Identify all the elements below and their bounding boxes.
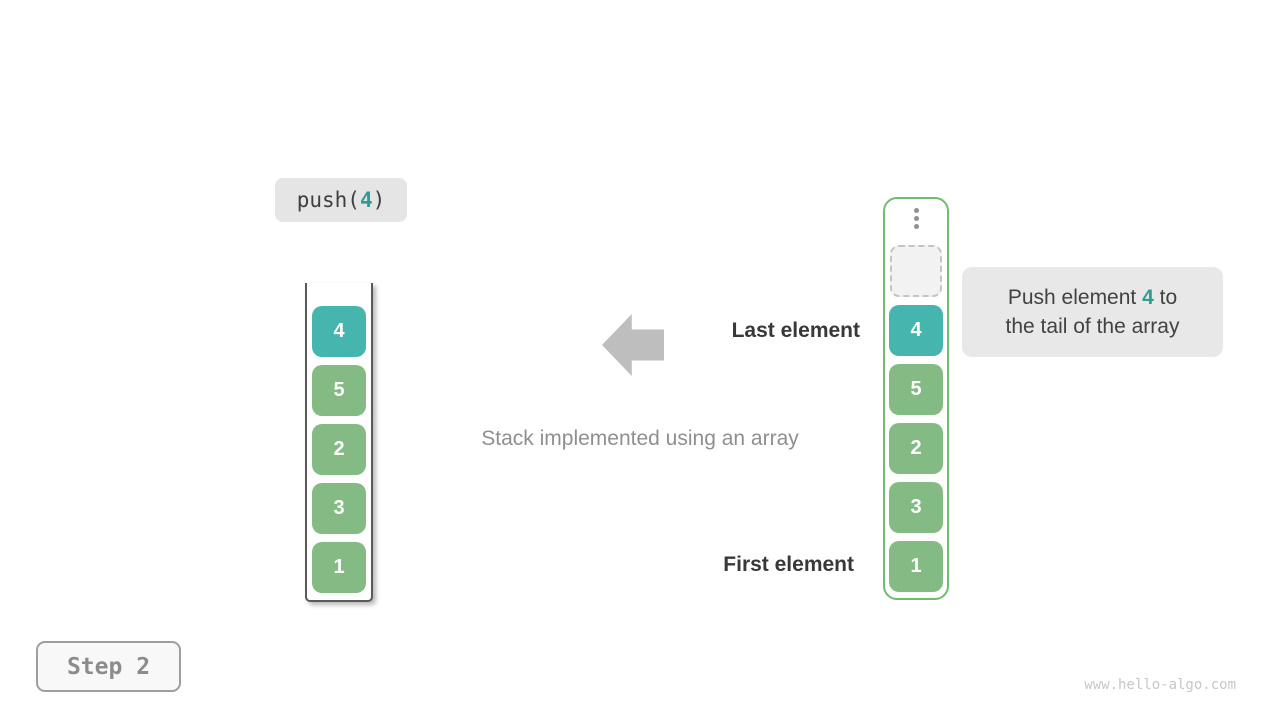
array-container: 4 5 2 3 1 <box>883 197 949 600</box>
ellipsis-dot <box>913 208 919 213</box>
array-cell: 2 <box>889 423 943 474</box>
callout-value: 4 <box>1142 286 1154 309</box>
push-operation-suffix: ) <box>372 188 386 212</box>
vertical-ellipsis-icon <box>913 208 919 229</box>
stack-container: 4 5 2 3 1 <box>305 283 373 602</box>
empty-array-slot <box>890 245 942 297</box>
callout-line-2: the tail of the array <box>1005 315 1180 338</box>
stack-cell: 1 <box>312 542 366 593</box>
push-callout: Push element 4 to the tail of the array <box>962 267 1223 357</box>
last-element-label: Last element <box>731 319 860 342</box>
callout-text: to <box>1153 286 1178 309</box>
stack-cell: 4 <box>312 306 366 357</box>
site-watermark: www.hello-algo.com <box>1084 677 1236 693</box>
stack-cell: 5 <box>312 365 366 416</box>
first-element-label: First element <box>723 553 854 576</box>
push-operation-prefix: push( <box>296 188 360 212</box>
array-cell: 1 <box>889 541 943 592</box>
array-cells: 4 5 2 3 1 <box>889 305 943 592</box>
ellipsis-dot <box>913 224 919 229</box>
step-badge: Step 2 <box>36 641 181 692</box>
callout-text: Push element <box>1007 286 1143 309</box>
stack-cell: 3 <box>312 483 366 534</box>
push-operation-value: 4 <box>359 188 373 212</box>
ellipsis-dot <box>913 216 919 221</box>
array-cell: 3 <box>889 482 943 533</box>
push-operation-label: push(4) <box>275 178 407 222</box>
array-cell: 5 <box>889 364 943 415</box>
array-cell: 4 <box>889 305 943 356</box>
diagram-caption: Stack implemented using an array <box>481 427 799 450</box>
callout-line-1: Push element 4 to <box>1008 283 1177 312</box>
stack-cell: 2 <box>312 424 366 475</box>
